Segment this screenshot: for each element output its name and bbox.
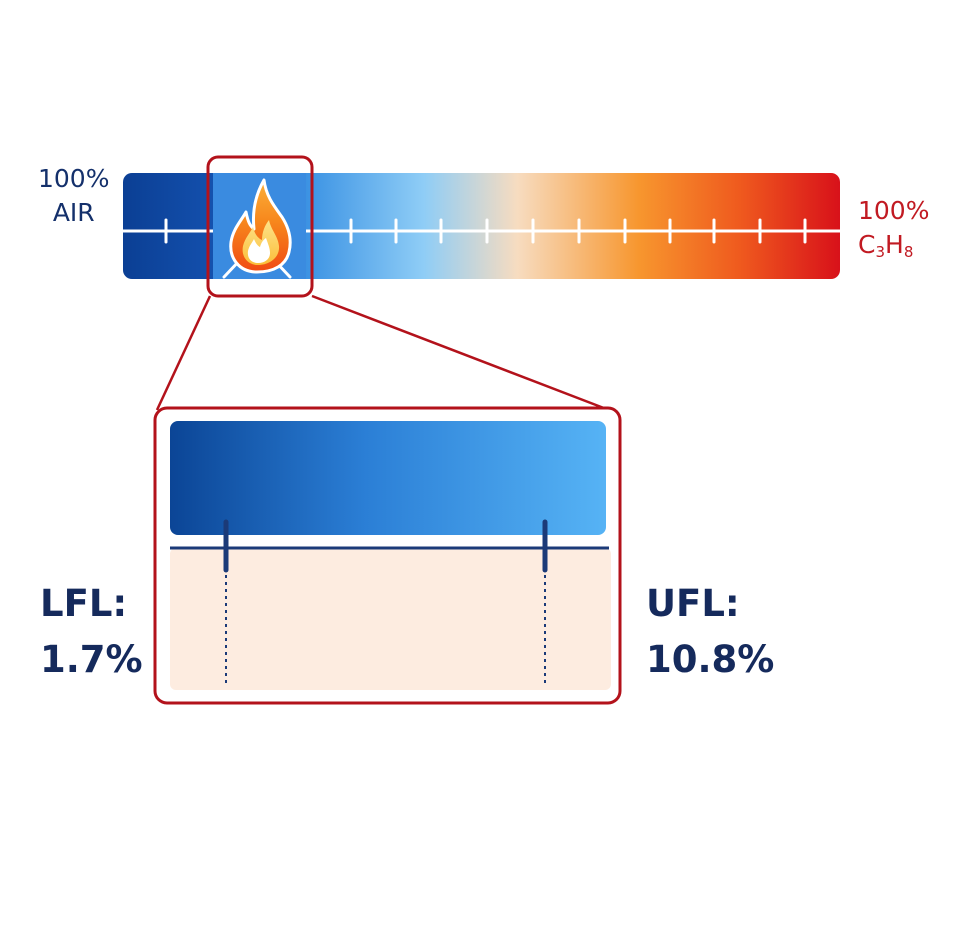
air-end-label: 100% AIR [38, 162, 109, 230]
lfl-label: LFL: [40, 582, 128, 625]
flammable-range-area [170, 548, 611, 690]
scale-ticks [164, 218, 807, 244]
flame-icon [222, 178, 292, 279]
lfl-label-block: LFL: 1.7% [40, 576, 143, 688]
formula-element-c: C [858, 230, 876, 259]
ufl-label: UFL: [646, 582, 740, 625]
propane-end-percent: 100% [858, 196, 930, 225]
zoom-connector-left [155, 295, 212, 411]
flame-core [247, 238, 270, 263]
formula-count-h: 8 [903, 243, 914, 261]
ufl-label-block: UFL: 10.8% [646, 576, 774, 688]
air-end-percent: 100% [38, 164, 110, 193]
formula-element-h: H [885, 230, 904, 259]
flammable-window-highlight [206, 155, 314, 298]
lfl-value: 1.7% [40, 638, 143, 681]
propane-end-label: 100% C3H8 [858, 194, 929, 262]
ufl-value: 10.8% [646, 638, 775, 681]
zoom-concentration-band [170, 421, 606, 535]
zoom-connector-right [311, 294, 610, 412]
air-end-text: AIR [52, 198, 95, 227]
formula-count-c: 3 [875, 243, 886, 261]
propane-formula: C3H8 [858, 228, 929, 262]
